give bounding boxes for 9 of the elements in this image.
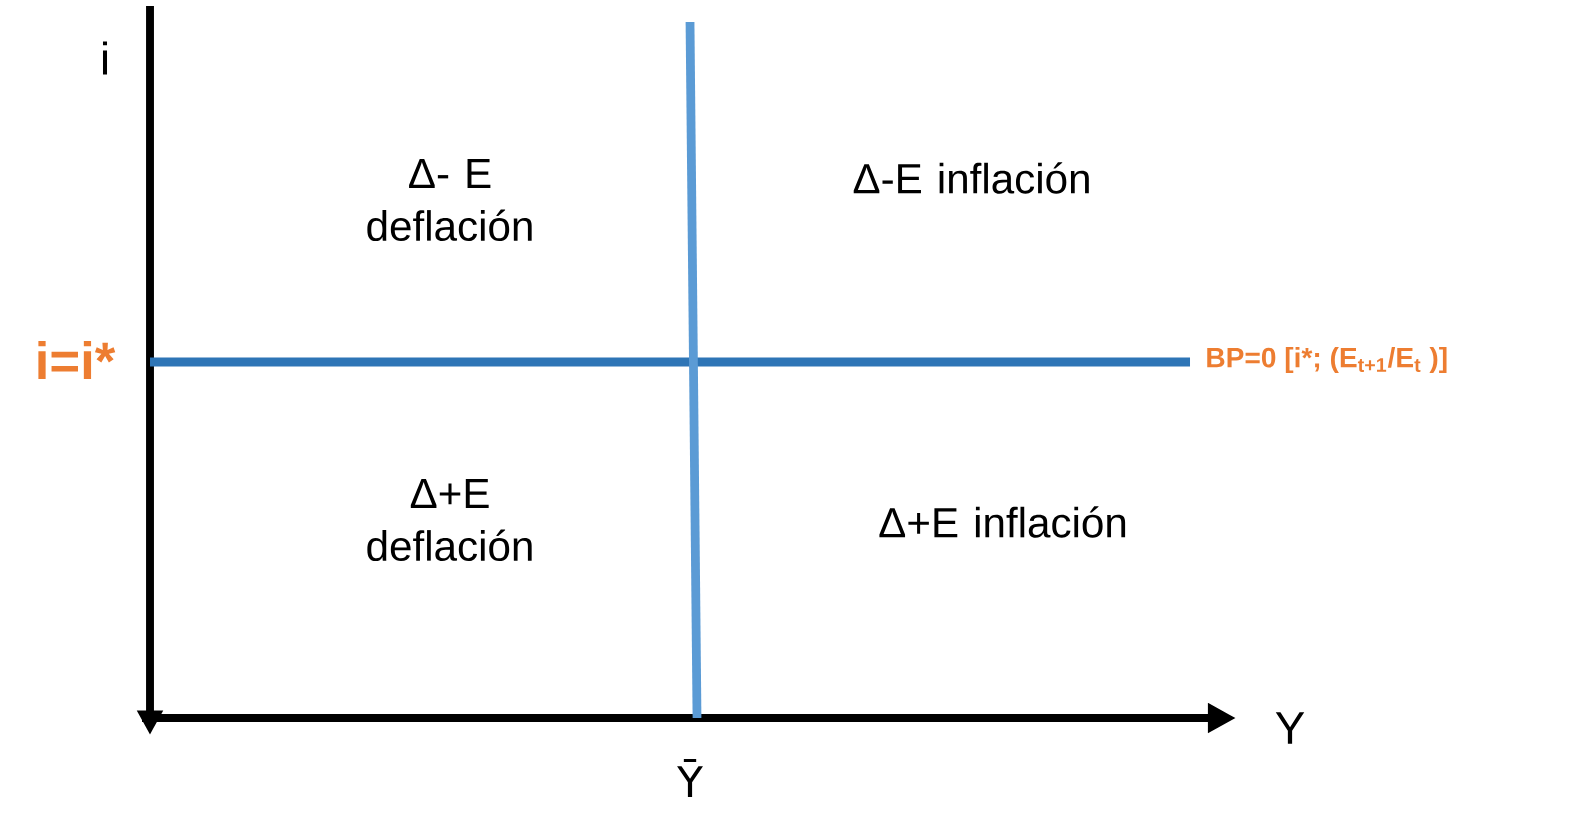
axis-label: i: [103, 41, 107, 75]
line-label: BP=0 [i*; (E$_{t+1}$/E$_{t}$ )]: [1207, 346, 1447, 374]
axis-label: Ȳ: [677, 759, 703, 797]
axis-label: i=i*: [38, 340, 116, 380]
quadrant-label: Δ+E inflación: [879, 506, 1126, 538]
quadrant-label: Δ- E deflación: [367, 158, 532, 242]
quadrant-label: Δ+E deflación: [367, 478, 532, 562]
quadrant-label: Δ-E inflación: [853, 162, 1089, 194]
axis-label: Y: [1275, 712, 1305, 744]
